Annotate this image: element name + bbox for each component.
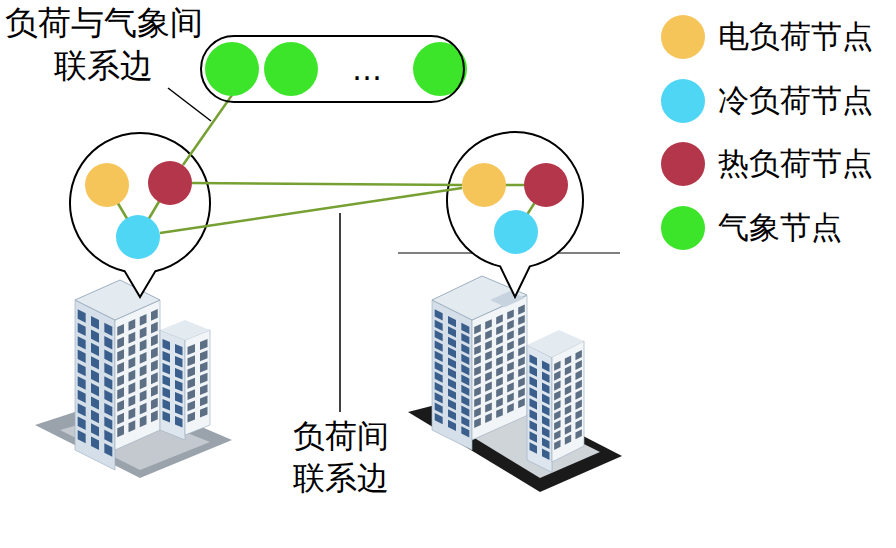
link-line <box>192 183 462 185</box>
legend-swatch <box>660 15 706 59</box>
node-dot <box>494 210 538 254</box>
node-dot <box>264 42 318 96</box>
node-dot <box>205 42 259 96</box>
legend-swatch <box>660 79 706 123</box>
legend-swatch <box>660 206 706 250</box>
node-dot <box>413 42 467 96</box>
leader-line <box>168 88 211 121</box>
edge-label: 负荷与气象间 联系边 <box>0 2 208 88</box>
legend-row: 热负荷节点 <box>660 142 873 186</box>
legend-text: 电负荷节点 <box>718 16 873 58</box>
legend-text: 冷负荷节点 <box>718 80 873 122</box>
legend-text: 气象节点 <box>718 207 842 249</box>
office-building <box>408 276 622 492</box>
legend-row: 电负荷节点 <box>660 15 873 59</box>
node-dot <box>148 161 192 205</box>
ellipsis: … <box>352 52 382 87</box>
weather-group: … <box>200 35 465 103</box>
callout-bubble <box>447 132 583 297</box>
link-line <box>160 188 462 233</box>
node-dot <box>462 163 506 207</box>
legend-text: 热负荷节点 <box>718 143 873 185</box>
leader-line <box>339 213 341 412</box>
legend-row: 冷负荷节点 <box>660 79 873 123</box>
legend-row: 气象节点 <box>660 206 842 250</box>
node-dot <box>524 163 568 207</box>
office-building <box>35 280 232 478</box>
node-dot <box>85 163 129 207</box>
legend-swatch <box>660 142 706 186</box>
node-dot <box>116 215 160 259</box>
edge-label: 负荷间 联系边 <box>288 416 394 499</box>
